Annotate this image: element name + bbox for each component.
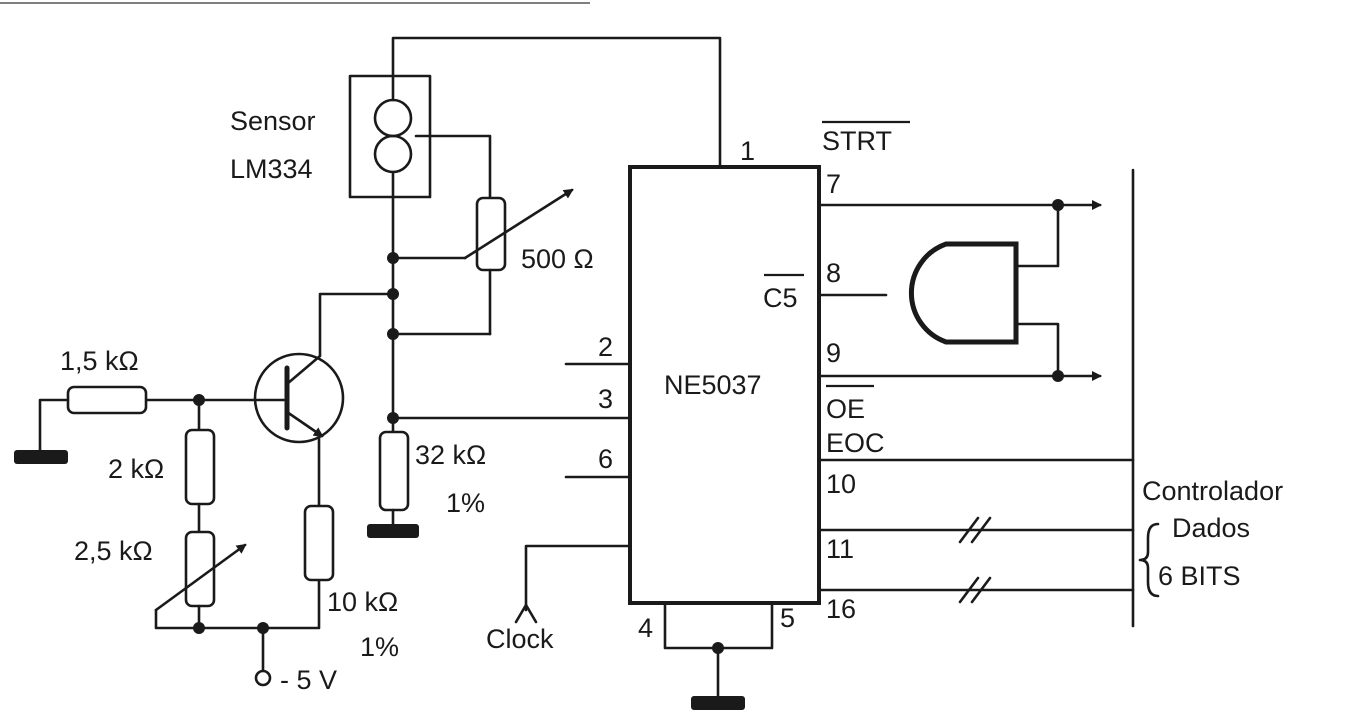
resistor-2k xyxy=(184,428,216,506)
node-dot xyxy=(1052,370,1064,382)
wire-collector xyxy=(318,292,395,357)
wire-bottom-rail xyxy=(154,578,321,630)
pin-9-label: 9 xyxy=(826,338,841,368)
node-dot xyxy=(193,622,205,634)
label-supply: - 5 V xyxy=(280,665,337,695)
sensor-label-line2: LM334 xyxy=(230,154,313,184)
clock-terminal xyxy=(514,603,538,624)
signal-eoc-label: EOC xyxy=(826,428,885,458)
ground-symbol xyxy=(691,696,745,710)
label-2k5: 2,5 kΩ xyxy=(74,536,153,566)
node-dot xyxy=(387,252,399,264)
label-32k: 32 kΩ xyxy=(415,440,486,470)
chip-name: NE5037 xyxy=(664,370,762,400)
sensor-label-line1: Sensor xyxy=(230,106,316,136)
controller-label-line2: Dados xyxy=(1172,513,1250,543)
bus-brace xyxy=(1138,522,1160,598)
ground-symbol xyxy=(14,450,68,464)
chip-ne5037 xyxy=(628,165,821,605)
resistor-2k5 xyxy=(184,530,216,608)
pin-3-label: 3 xyxy=(598,384,613,414)
signal-c5-label: C5 xyxy=(763,283,798,313)
pin-1-label: 1 xyxy=(740,136,755,166)
resistor-32k xyxy=(378,430,410,512)
label-10k: 10 kΩ xyxy=(327,587,398,617)
trimmer-arrow-500 xyxy=(463,188,574,260)
and-gate xyxy=(908,241,1019,345)
pin-6-label: 6 xyxy=(598,444,613,474)
wire-clock xyxy=(524,544,632,612)
supply-terminal xyxy=(254,669,272,687)
label-10k-tolerance: 1% xyxy=(360,632,399,662)
label-1k5: 1,5 kΩ xyxy=(60,346,139,376)
controller-label-line3: 6 BITS xyxy=(1158,561,1241,591)
node-dot xyxy=(387,328,399,340)
trimmer-arrow-2k5 xyxy=(154,543,247,612)
resistor-1k5 xyxy=(66,385,148,415)
clock-label: Clock xyxy=(486,624,554,654)
controller-label-line1: Controlador xyxy=(1142,476,1283,506)
label-500-ohm: 500 Ω xyxy=(521,244,594,274)
pin-5-label: 5 xyxy=(780,603,795,633)
wire-sensor-to-pin1 xyxy=(391,36,722,168)
pin-8-label: 8 xyxy=(826,258,841,288)
wire-1k5-to-gnd xyxy=(38,398,70,452)
node-dot xyxy=(1052,199,1064,211)
gate-input-bottom xyxy=(1014,322,1060,378)
label-32k-tolerance: 1% xyxy=(446,488,485,518)
wire-sensor-to-pot xyxy=(414,134,492,200)
gate-input-top xyxy=(1014,203,1060,268)
resistor-10k xyxy=(303,504,335,582)
pin-7-label: 7 xyxy=(826,169,841,199)
label-2k: 2 kΩ xyxy=(108,454,164,484)
ground-symbol xyxy=(367,524,419,538)
bus-slash-marks xyxy=(958,516,992,604)
signal-oe-label: OE xyxy=(826,394,865,424)
pin-11-label: 11 xyxy=(826,534,854,564)
wire-pins-4-5 xyxy=(663,601,774,650)
signal-strt-label: STRT xyxy=(822,126,892,156)
pin-4-label: 4 xyxy=(638,613,653,643)
pin-10-label: 10 xyxy=(826,469,856,499)
pin-2-label: 2 xyxy=(598,332,613,362)
transistor-npn xyxy=(253,352,345,444)
pin-16-label: 16 xyxy=(826,594,856,624)
